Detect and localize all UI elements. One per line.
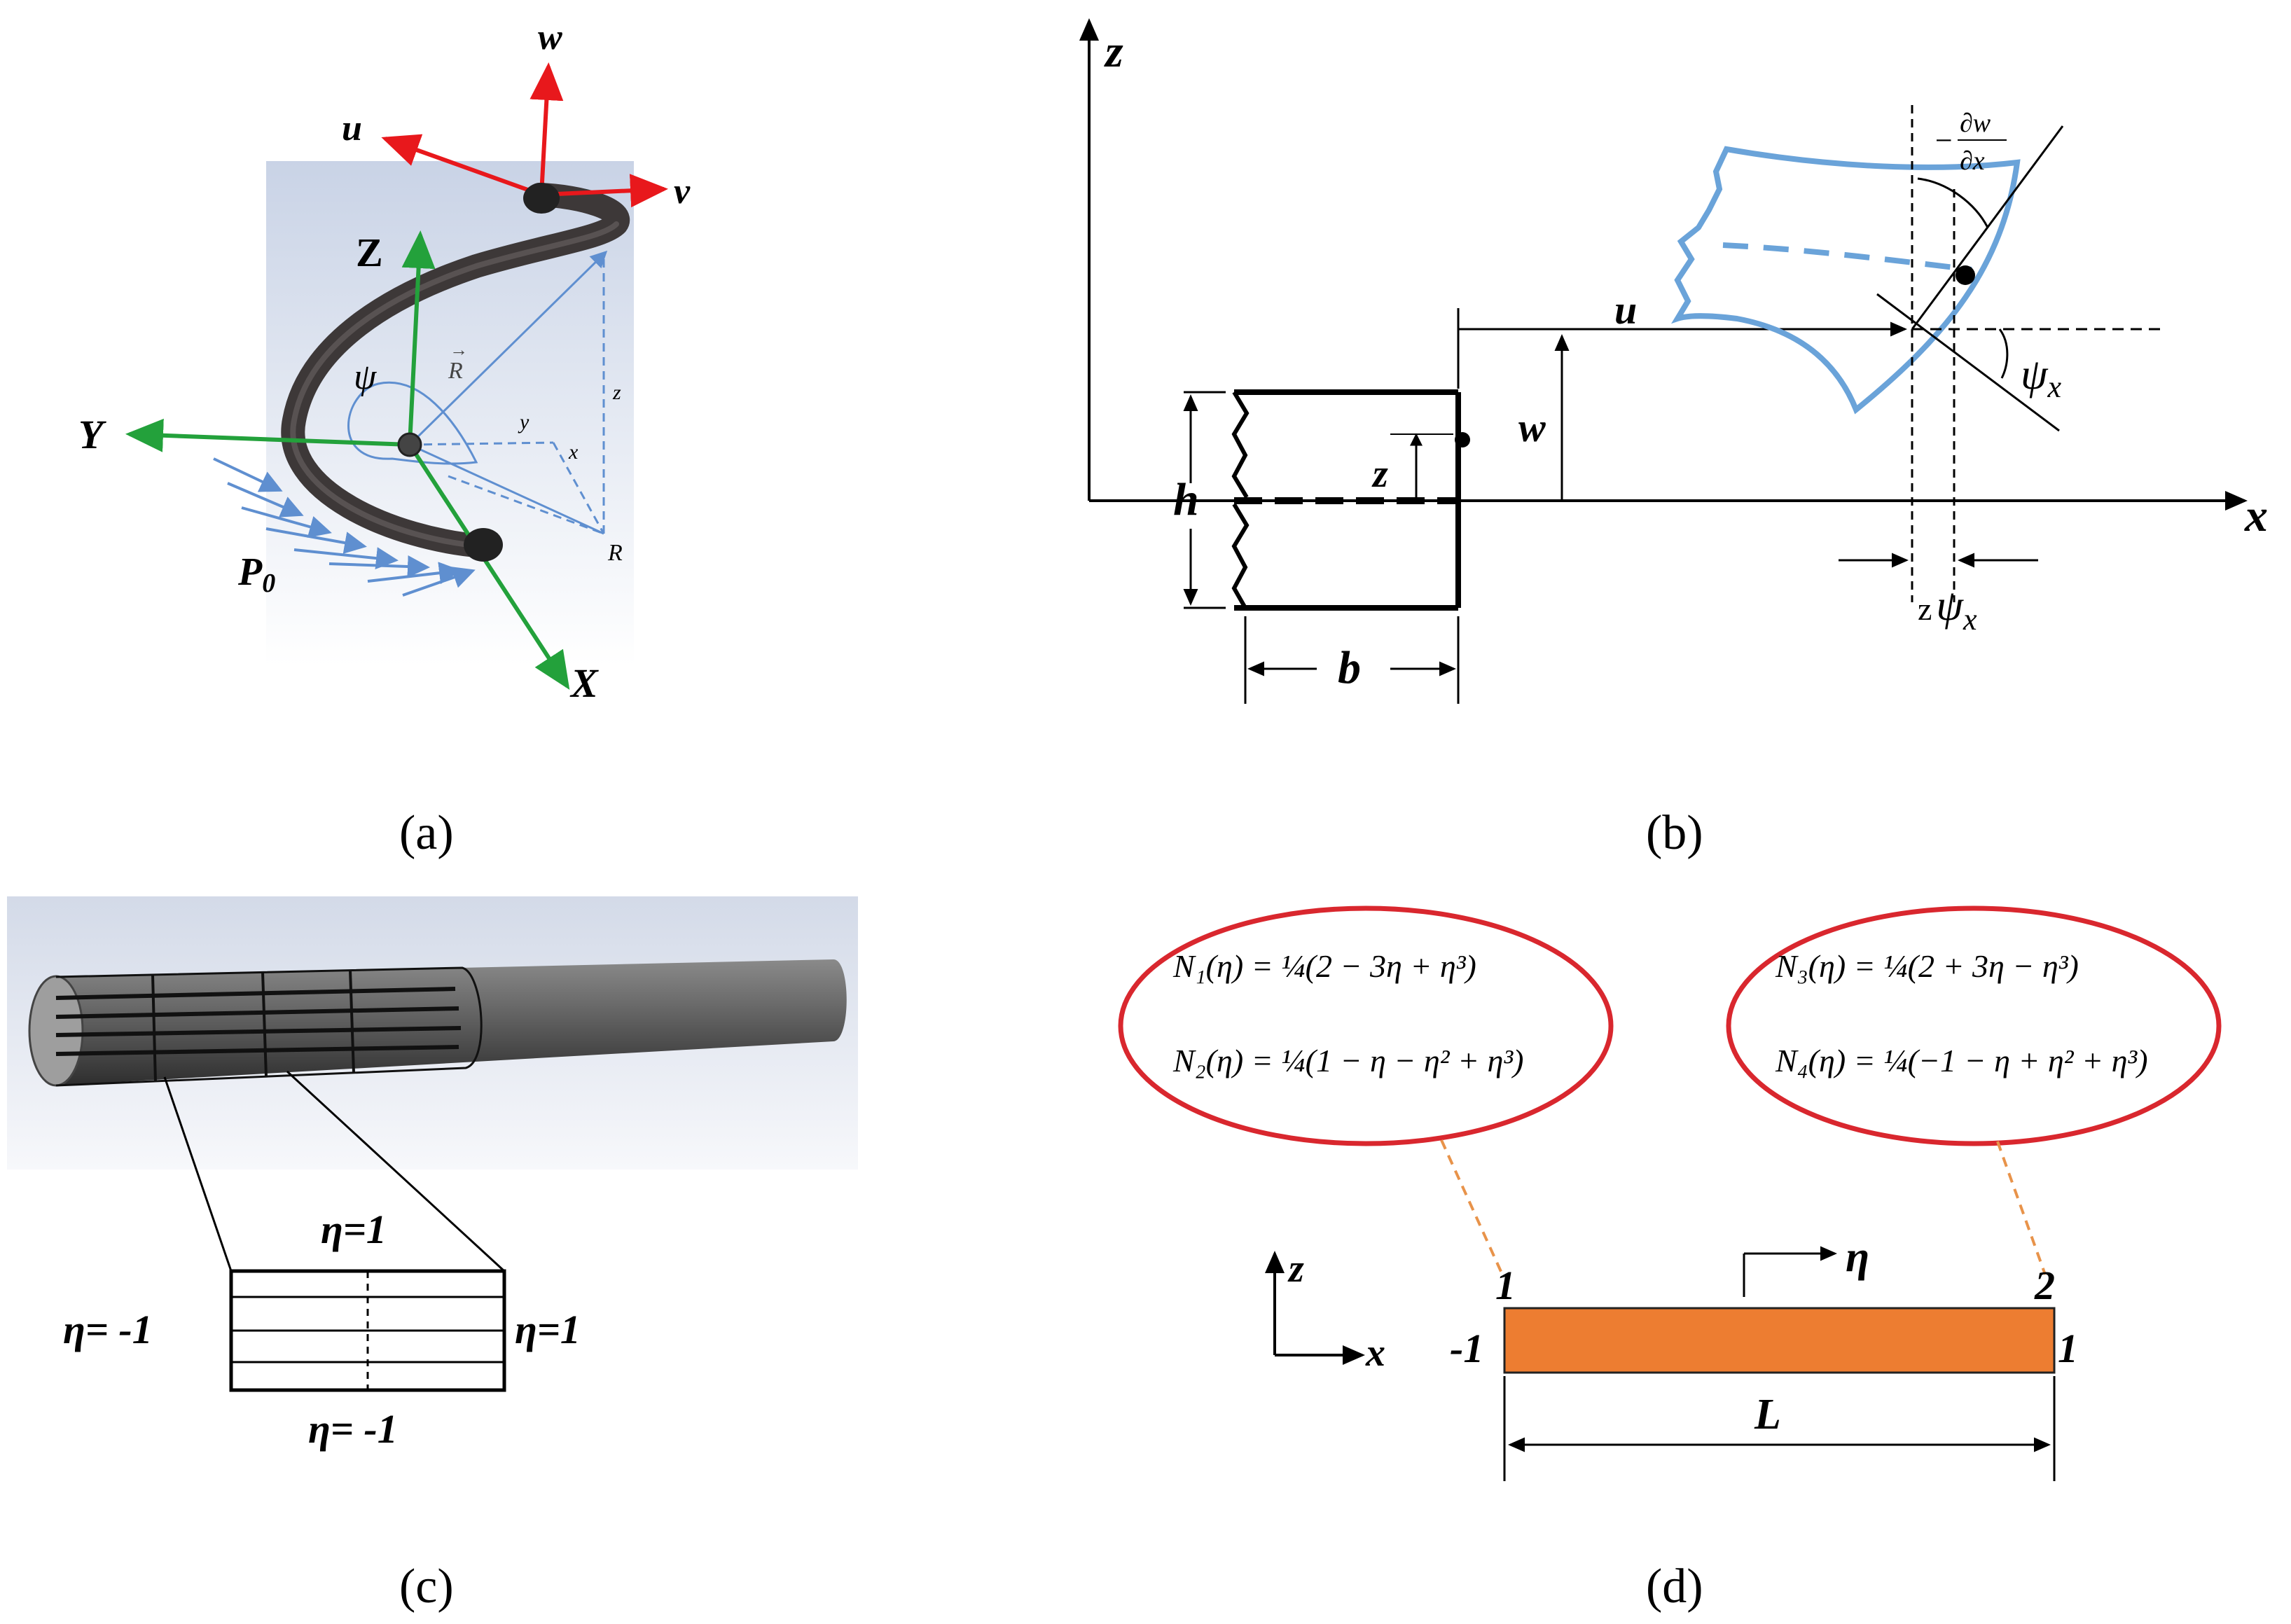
node-top — [523, 183, 560, 214]
axis-label-Y: Y — [78, 412, 106, 457]
deformed-point — [1956, 265, 1975, 285]
shape-function-N3: N₃(η) = ¼(2 + 3η − η³) — [1775, 948, 2079, 984]
eta-bottom-label: η= -1 — [308, 1406, 398, 1452]
coord-x: x — [568, 440, 579, 464]
eta-right-label: η=1 — [515, 1307, 581, 1352]
distributed-load — [213, 457, 476, 597]
panel-b: z x h b z — [1079, 18, 2268, 860]
svg-text:x: x — [1365, 1331, 1385, 1375]
beam-cross-section — [1231, 389, 1461, 611]
panel-a: w u v Z Y X ψ R → y x z R P0 (a) — [78, 18, 691, 860]
shape-function-N1: N₁(η) = ¼(2 − 3η + η³) — [1172, 948, 1476, 984]
axis-label-v: v — [674, 172, 691, 211]
vector-R: R — [448, 358, 463, 384]
caption-c: (c) — [399, 1560, 454, 1613]
node-bottom — [464, 528, 503, 562]
axis-label-Z: Z — [356, 230, 383, 275]
svg-text:−: − — [1933, 123, 1954, 158]
axis-label-w: w — [538, 18, 562, 57]
length-label: L — [1754, 1391, 1781, 1438]
position-vector-lines — [347, 250, 608, 535]
z-axis-label: z — [1104, 26, 1123, 77]
section-point — [1455, 432, 1470, 447]
load-label: P0 — [237, 550, 275, 598]
label-w: w — [1518, 405, 1546, 450]
eta-left-label: η= -1 — [63, 1307, 153, 1352]
element-zoom-box — [229, 1269, 506, 1392]
coord-plus1: 1 — [2058, 1326, 2078, 1371]
vector-arrow-mark: → — [450, 340, 468, 360]
slope-label: − ∂w ∂x — [1933, 109, 2007, 176]
offset-z-psi-x: zψx — [1918, 582, 1977, 637]
label-h: h — [1173, 474, 1199, 525]
coord-y: y — [518, 410, 530, 433]
axis-label-X: X — [569, 660, 599, 706]
global-axes — [125, 230, 570, 690]
shape-functions-right-ellipse — [1726, 905, 2222, 1146]
shape-function-N2: N₂(η) = ¼(1 − η − η² + η³) — [1172, 1043, 1523, 1078]
svg-text:∂w: ∂w — [1960, 109, 1991, 138]
origin-dot — [397, 432, 422, 457]
svg-text:∂x: ∂x — [1960, 146, 1985, 176]
eta-label: η — [1846, 1233, 1869, 1281]
label-b: b — [1338, 642, 1361, 693]
node-1-label: 1 — [1495, 1263, 1516, 1308]
dimension-h — [1183, 391, 1226, 609]
eta-top-label: η=1 — [321, 1207, 387, 1252]
x-axis-label: x — [2244, 490, 2268, 541]
rotation-psi-x: ψx — [2021, 351, 2062, 404]
caption-b: (b) — [1646, 806, 1703, 860]
label-u: u — [1614, 287, 1637, 333]
deformed-shape — [1671, 146, 2021, 415]
rod-3d — [28, 959, 847, 1087]
label-z-small: z — [1371, 452, 1388, 496]
caption-a: (a) — [399, 806, 454, 860]
svg-text:z: z — [1287, 1247, 1304, 1291]
coord-z: z — [612, 381, 621, 404]
angle-psi: ψ — [354, 357, 378, 397]
point-R: R — [607, 540, 623, 566]
shape-function-N4: N₄(η) = ¼(−1 − η + η² + η³) — [1775, 1043, 2148, 1078]
reference-lines — [1876, 105, 2161, 602]
coord-minus1: -1 — [1450, 1326, 1483, 1371]
beam-element — [1503, 1307, 2056, 1374]
dimension-b — [1244, 616, 1460, 704]
axis-label-u: u — [342, 109, 362, 148]
panel-c: η=1 η= -1 η=1 η= -1 (c) — [7, 896, 858, 1613]
local-axes — [381, 62, 668, 208]
shape-functions-left-ellipse — [1118, 905, 1614, 1146]
node-2-label: 2 — [2034, 1263, 2055, 1308]
caption-d: (d) — [1646, 1560, 1703, 1613]
panel-d: N₁(η) = ¼(2 − 3η + η³) N₂(η) = ¼(1 − η −… — [1118, 905, 2222, 1613]
